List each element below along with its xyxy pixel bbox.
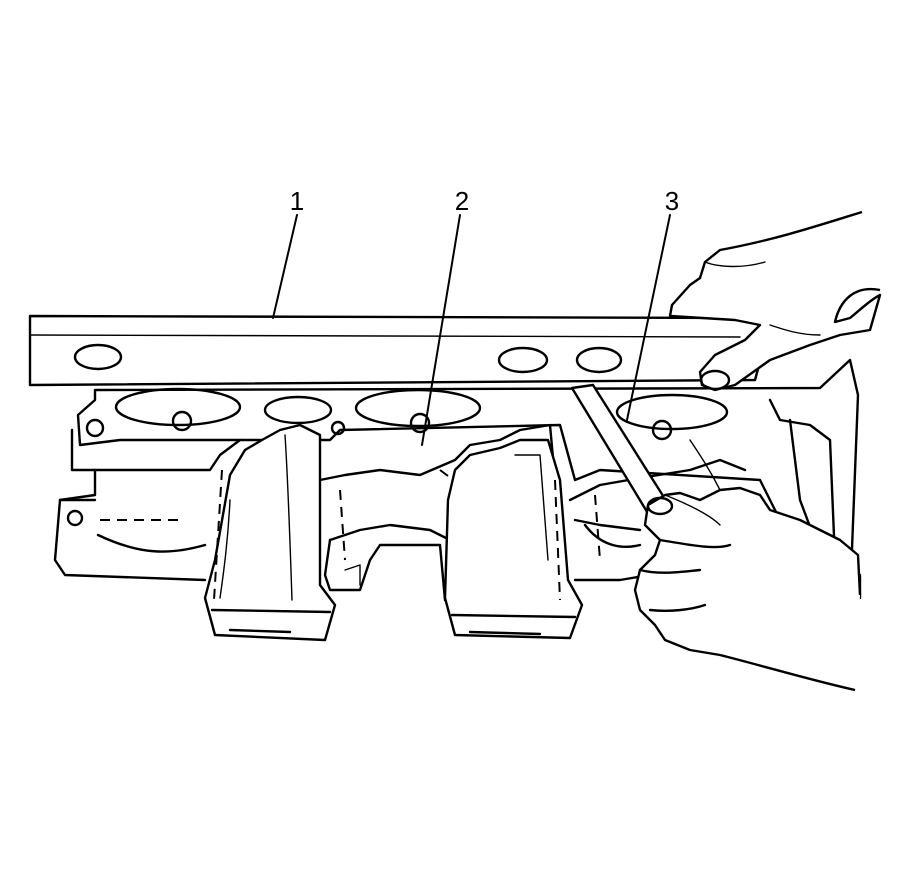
callout-2: 2	[421, 186, 469, 446]
callout-2-label: 2	[455, 186, 469, 216]
callout-3: 3	[626, 186, 679, 421]
callout-3-label: 3	[665, 186, 679, 216]
hand-holding-gauge	[633, 486, 862, 692]
intake-manifold	[53, 358, 862, 642]
callout-1-label: 1	[290, 186, 304, 216]
callout-1: 1	[272, 186, 304, 319]
hand-holding-straightedge	[668, 210, 882, 392]
straightedge	[28, 314, 772, 387]
